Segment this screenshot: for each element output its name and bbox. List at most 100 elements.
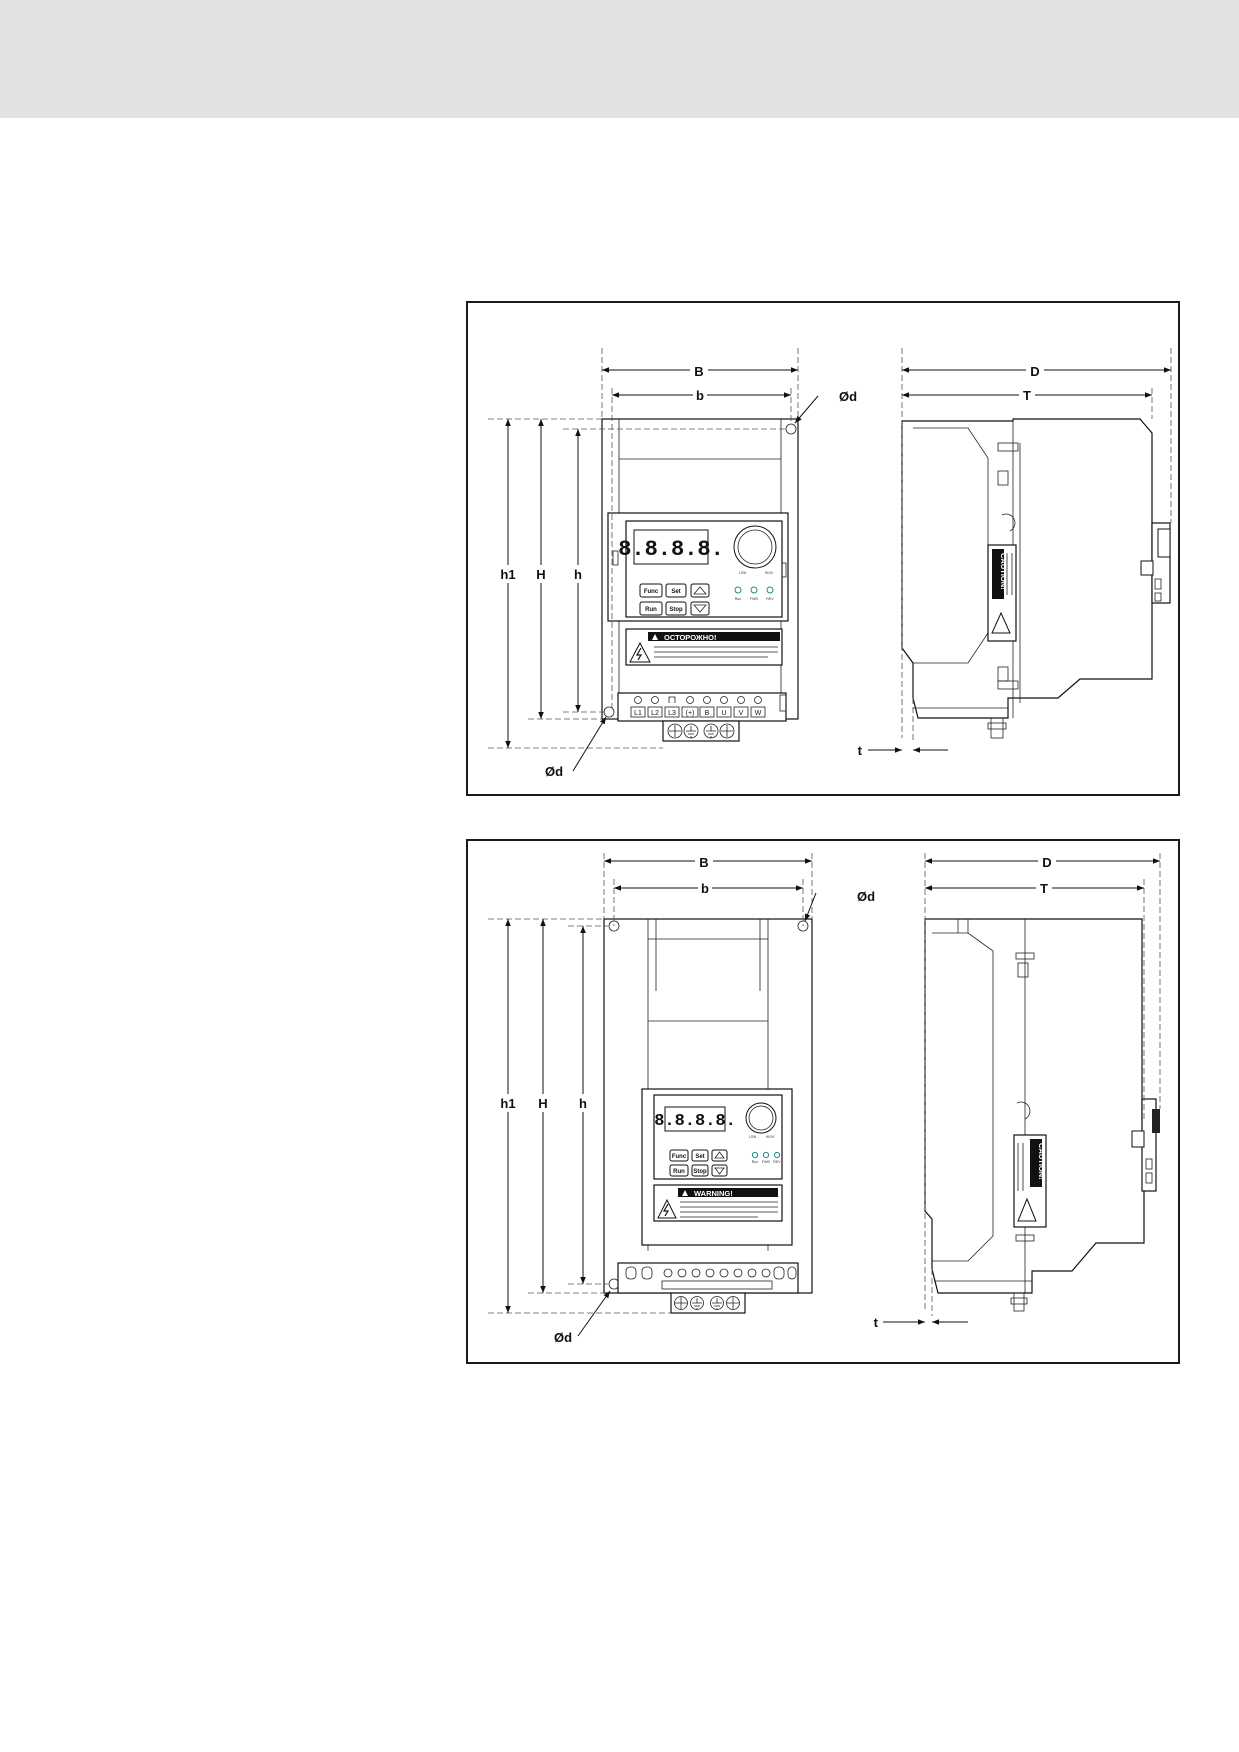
down-arrow-icon [714,1167,725,1175]
knob-high-label: HIGH [766,1135,775,1139]
led-fwd-label: FWD [762,1160,771,1164]
dim-label-h1: h1 [500,567,515,582]
up-key [690,583,710,598]
run-key-label: Run [645,607,657,613]
speed-knob [745,1102,777,1134]
terminal-screws [634,696,762,704]
run-key-label: Run [673,1169,685,1175]
dim-label-H: H [536,567,545,582]
caution-label-title: CAUTION! [1037,1143,1046,1180]
led-rev [773,1151,781,1159]
drive-housing-side [901,418,1153,719]
dim-label-d-bottom: Ød [545,764,563,779]
side-view: CAUTION! [901,418,1171,739]
dim-label-T: T [1040,881,1048,896]
side-connector [1140,560,1154,576]
mounting-hole-top [785,423,797,435]
terminal-plus: (+) [686,710,695,717]
led-rev-label: REV [773,1160,781,1164]
ground-icon [667,723,735,739]
side-view: CAUTION! [924,918,1160,1312]
terminal-strip [617,1262,799,1294]
led-run [734,586,742,594]
dim-label-d-top: Ød [857,889,875,904]
dim-label-d-top: Ød [839,389,857,404]
dimension-drawing-1: 8.8.8.8. LOW HIGH Func Set Run Stop Run … [488,348,1172,779]
speed-knob [733,525,777,569]
side-connector [1131,1130,1145,1148]
display-digits: 8.8.8.8. [654,1112,736,1131]
down-key [690,601,710,616]
led-fwd-label: FWD [750,597,759,601]
set-key [691,1149,709,1162]
knob-low-label: LOW [749,1135,756,1139]
dim-label-D: D [1030,364,1039,379]
dim-label-B: B [694,364,703,379]
dim-label-t: t [858,743,863,758]
caution-warning-icon [1017,1197,1037,1222]
led-fwd [762,1151,770,1159]
ground-terminal-block [662,720,740,742]
up-arrow-icon [693,586,707,595]
terminal-l2: L2 [651,710,659,717]
run-key [639,601,663,616]
dim-label-d-bottom: Ød [554,1330,572,1345]
dim-label-b: b [696,388,704,403]
front-view: 8.8.8.8. LOW HIGH Func Set Run Stop Run … [601,418,799,742]
side-dimensions: D T t [858,348,1172,758]
dim-label-H: H [538,1096,547,1111]
warning-icon [652,634,658,640]
set-key-label: Set [695,1154,704,1160]
stop-key-label: Stop [693,1169,707,1175]
ground-icon [674,1296,740,1310]
dimension-drawing-2: 8.8.8.8. LOW HIGH Func Set Run Stop Run … [488,852,1161,1345]
led-run-label: Run [735,597,742,601]
terminal-u: U [721,710,726,717]
run-key [669,1164,689,1177]
side-dimensions: D T t [874,852,1161,1330]
warning-icon [682,1190,688,1196]
terminal-screws [625,1266,797,1290]
dim-label-b: b [701,881,709,896]
front-view: 8.8.8.8. LOW HIGH Func Set Run Stop Run … [603,918,813,1314]
header-band [0,0,1239,118]
func-key-label: Func [672,1154,687,1160]
terminal-b: B [705,710,710,717]
knob-high-label: HIGH [765,571,774,575]
drive-housing-side [924,918,1145,1294]
dim-label-h: h [574,567,582,582]
high-voltage-icon [629,641,651,663]
dimension-figure-small-frame: 8.8.8.8. LOW HIGH Func Set Run Stop Run … [466,301,1180,796]
caution-label-title: CAUTION! [999,553,1008,590]
terminal-v: V [739,710,744,717]
led-run [751,1151,759,1159]
high-voltage-icon [657,1198,677,1219]
dim-label-B: B [699,855,708,870]
warning-title: ОСТОРОЖНО! [664,633,716,642]
dim-label-D: D [1042,855,1051,870]
front-dimensions: B b h1 H h Ød Ød [488,348,857,779]
dim-label-h: h [579,1096,587,1111]
knob-low-label: LOW [739,571,746,575]
dim-label-T: T [1023,388,1031,403]
func-key [669,1149,689,1162]
terminal-l3: L3 [668,710,676,717]
dim-label-h1: h1 [500,1096,515,1111]
led-display [664,1106,726,1132]
terminal-w: W [755,710,762,717]
dim-label-t: t [874,1315,879,1330]
stop-key [691,1164,709,1177]
side-connector-knob [1152,1109,1160,1133]
terminal-l1: L1 [634,710,642,717]
ground-terminal-block [670,1292,746,1314]
led-fwd [750,586,758,594]
dimension-figure-large-frame: 8.8.8.8. LOW HIGH Func Set Run Stop Run … [466,839,1180,1364]
set-key-label: Set [671,589,680,595]
up-arrow-icon [714,1151,725,1159]
display-digits: 8.8.8.8. [618,537,724,562]
func-key-label: Func [644,589,659,595]
down-arrow-icon [693,604,707,613]
led-rev-label: REV [766,597,774,601]
front-dimensions: B b h1 H h Ød Ød [488,852,875,1345]
stop-key-label: Stop [669,607,683,613]
